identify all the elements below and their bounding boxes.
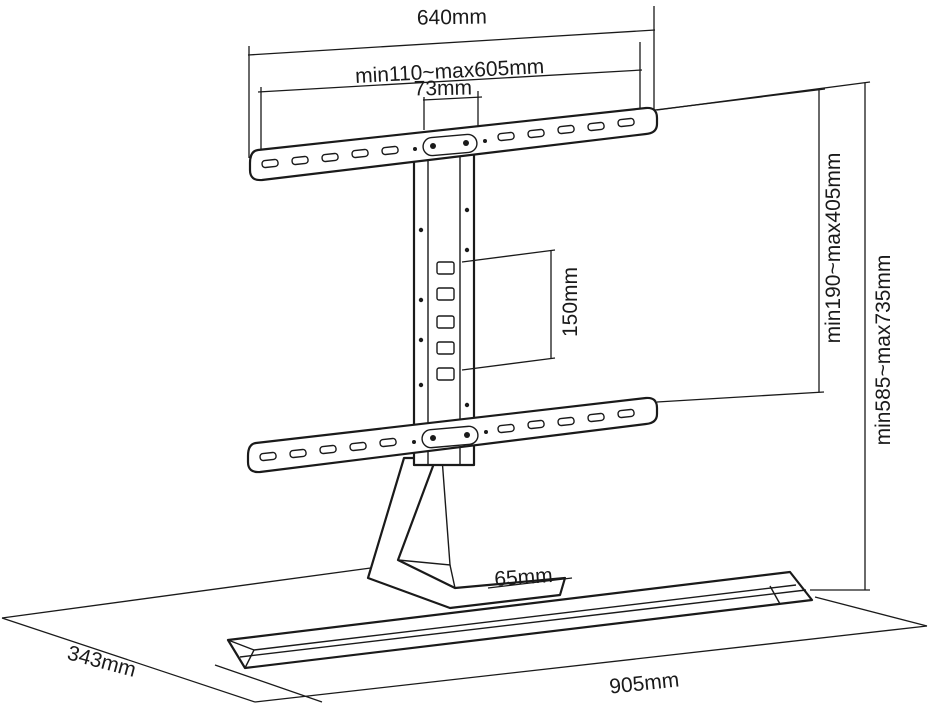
vesa-height-label: 150mm bbox=[559, 267, 582, 337]
column-width-label: 73mm bbox=[414, 76, 473, 100]
plate-width-label: 640mm bbox=[417, 5, 487, 29]
stand-column bbox=[412, 148, 476, 467]
base-depth-label: 343mm bbox=[65, 642, 139, 682]
upper-arm-slots bbox=[261, 117, 635, 169]
arm-height-dimension bbox=[654, 88, 826, 403]
stand-base bbox=[226, 570, 814, 670]
lower-arm-slots bbox=[259, 408, 635, 462]
base-thickness-label: 65mm bbox=[494, 564, 554, 591]
vesa-width-dimension bbox=[257, 42, 643, 156]
upper-mounting-arm bbox=[248, 106, 659, 182]
lower-mounting-arm bbox=[246, 396, 659, 474]
column-width-dimension bbox=[422, 91, 483, 130]
plate-width-dimension bbox=[247, 6, 656, 158]
vesa-height-dimension bbox=[461, 249, 556, 371]
base-width-label: 905mm bbox=[608, 668, 680, 698]
overall-height-label: min585~max735mm bbox=[872, 255, 895, 446]
floor-width-dimension bbox=[254, 596, 928, 703]
arm-height-label: min190~max405mm bbox=[822, 153, 845, 344]
base-thickness-dimension bbox=[487, 577, 573, 589]
